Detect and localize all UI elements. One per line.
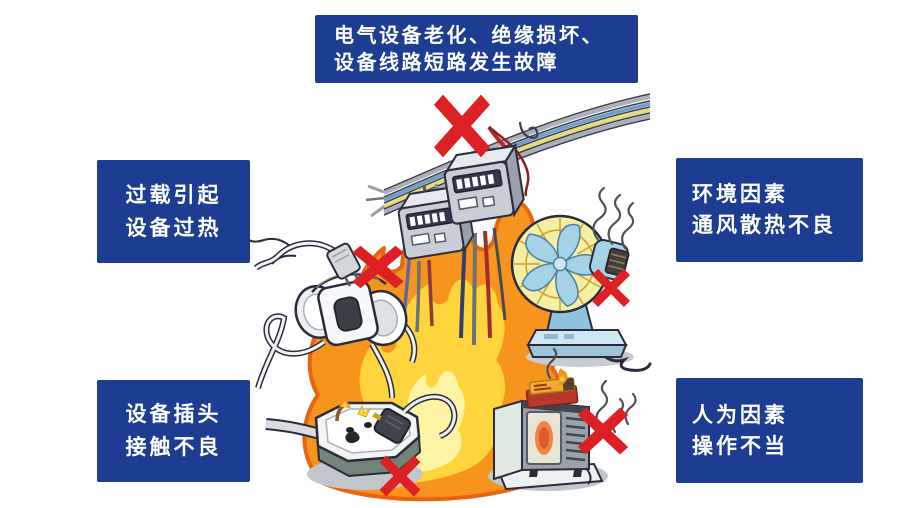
label-line-2: 通风散热不良 [692,213,836,237]
prohibition-x-icon [434,94,490,158]
label-line-1: 人为因素 [692,402,788,427]
cause-label-human-factor: 人为因素 操作不当 [676,378,863,483]
label-line-2: 操作不当 [692,433,788,458]
label-line-2: 设备过热 [125,215,222,240]
label-line-2: 设备线路短路发生故障 [334,50,559,74]
smoke-icon [592,186,635,250]
label-line-1: 电气设备老化、绝缘损坏、 [334,23,604,47]
label-line-2: 接触不良 [125,435,222,459]
aging-wires-electric-meters-icon [365,93,651,346]
overloaded-plug-adapter-icon [245,237,418,399]
cause-label-aging-short-circuit: 电气设备老化、绝缘损坏、 设备线路短路发生故障 [315,15,638,83]
label-line-1: 环境因素 [692,182,788,206]
cause-label-environment: 环境因素 通风散热不良 [676,158,863,262]
cause-label-plug-contact: 设备插头 接触不良 [97,380,250,482]
burning-appliance-icon [488,368,608,491]
cause-label-overload: 过载引起 设备过热 [97,160,250,263]
label-line-1: 过载引起 [125,182,222,207]
label-line-1: 设备插头 [125,402,222,426]
overheating-fan-icon [510,214,652,372]
